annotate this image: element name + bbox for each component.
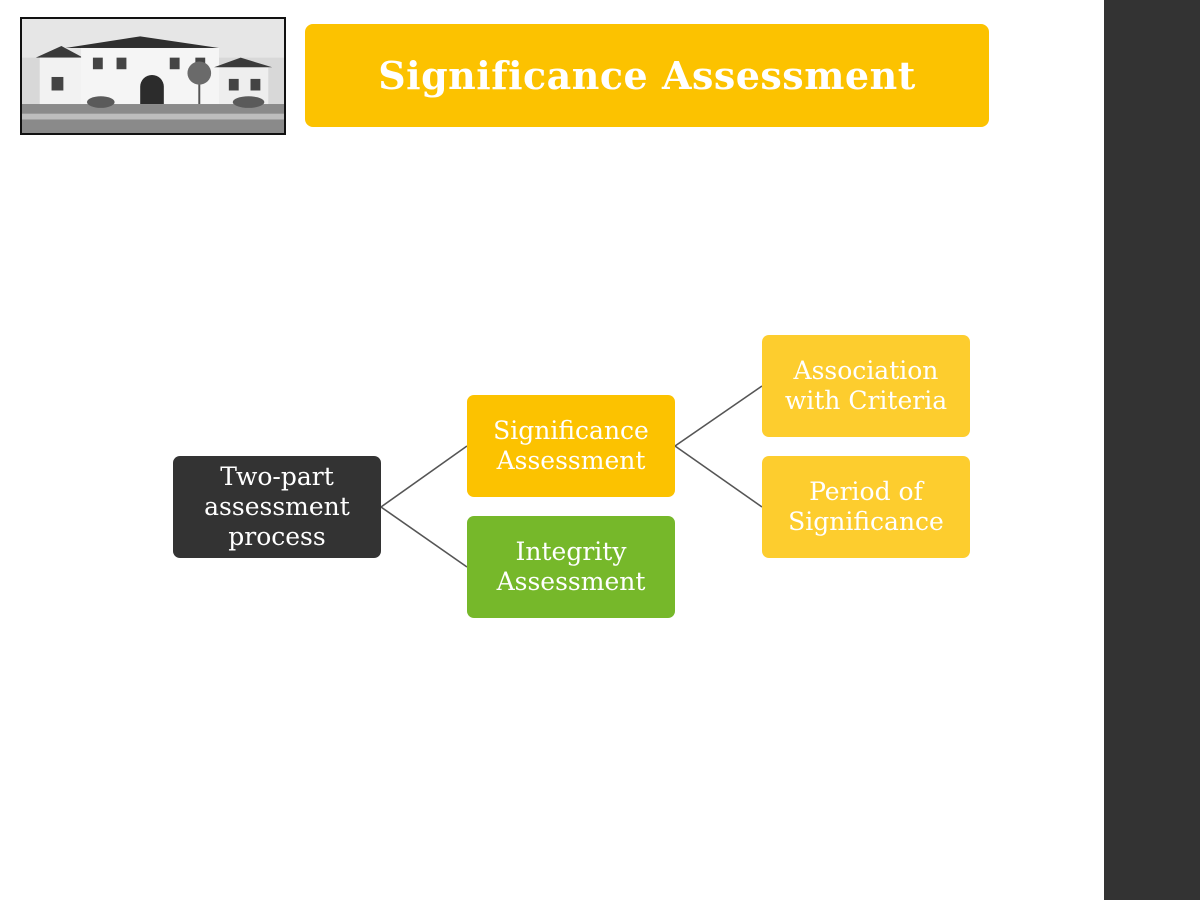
house-photo [20,17,286,135]
house-photo-image [22,19,284,133]
connector-significance-association [674,385,763,447]
side-bar [1104,0,1200,900]
node-association-with-criteria: Association with Criteria [762,335,970,437]
connector-significance-period [674,445,763,508]
node-period-of-significance: Period of Significance [762,456,970,558]
page-title: Significance Assessment [378,53,916,98]
node-integrity-assessment: Integrity Assessment [467,516,675,618]
node-significance-assessment: Significance Assessment [467,395,675,497]
title-banner: Significance Assessment [305,24,989,127]
connector-root-significance [380,445,468,508]
node-two-part-assessment-process: Two-part assessment process [173,456,381,558]
connector-root-integrity [380,506,468,568]
